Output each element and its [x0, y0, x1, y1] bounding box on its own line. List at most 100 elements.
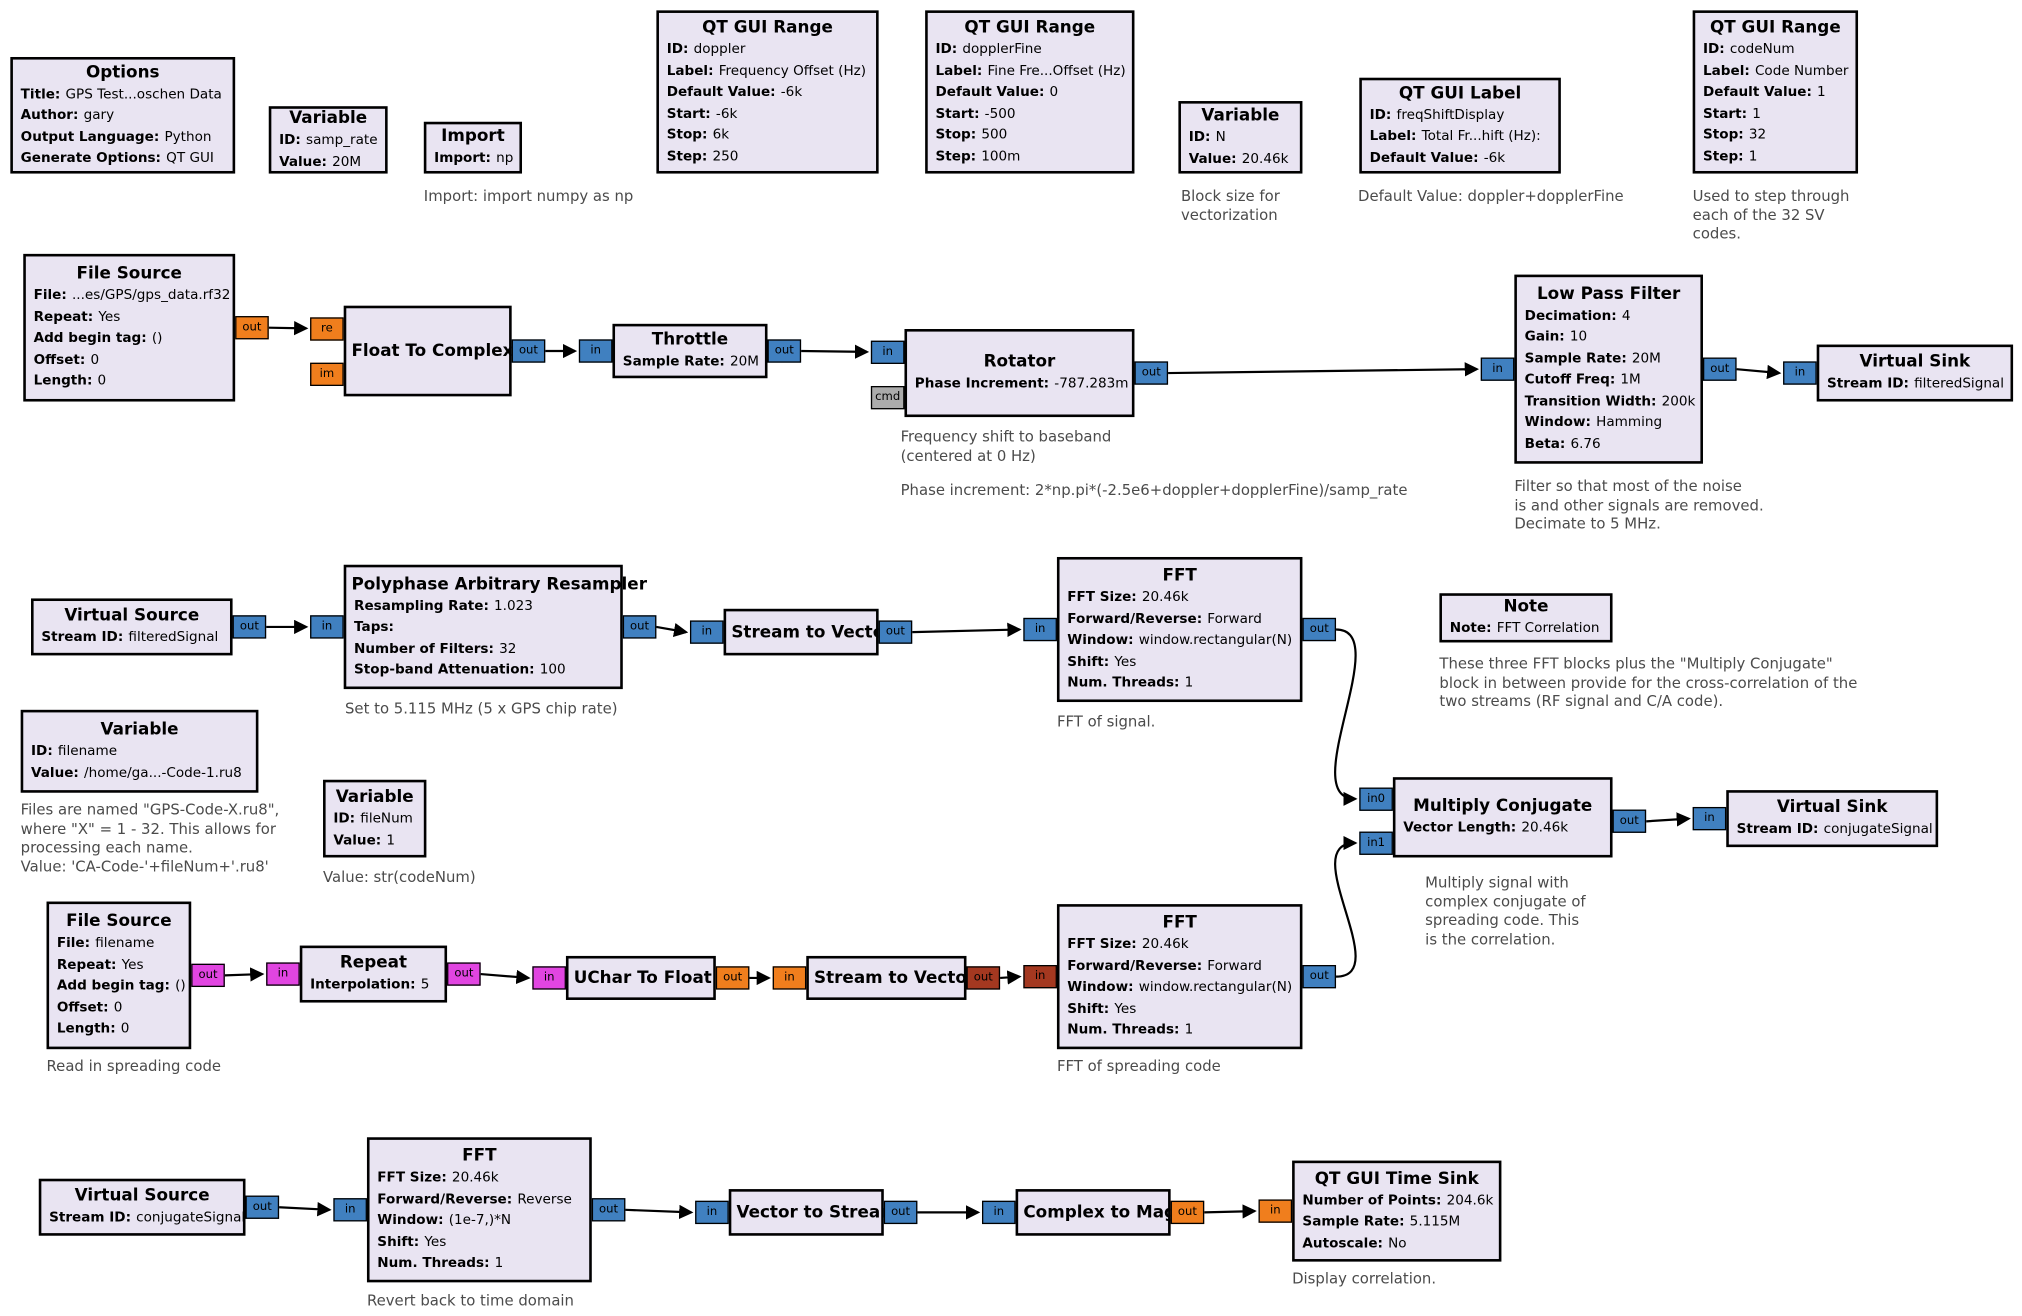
param-value: 204.6k — [1446, 1192, 1494, 1209]
out-port[interactable]: out — [966, 966, 1001, 990]
out-port[interactable]: out — [235, 316, 269, 340]
in-port[interactable]: in — [1783, 361, 1817, 385]
connection-wire[interactable] — [912, 622, 1022, 637]
in-port[interactable]: in — [266, 962, 300, 986]
in-port[interactable]: in — [1023, 617, 1057, 642]
out-port[interactable]: out — [191, 963, 225, 988]
connection-wire[interactable] — [625, 1204, 694, 1220]
in-port[interactable]: in — [981, 1200, 1016, 1225]
out-port[interactable]: out — [591, 1198, 626, 1222]
param-label: Autoscale: — [1302, 1235, 1383, 1251]
param-label: Number of Points: — [1302, 1192, 1442, 1209]
out-port[interactable]: out — [715, 966, 750, 990]
out-port[interactable]: out — [883, 1200, 918, 1225]
connection-wire[interactable] — [1736, 364, 1782, 380]
connection-wire[interactable] — [1204, 1204, 1257, 1219]
block-param: Decimation:4 — [1522, 305, 1695, 326]
in-port[interactable]: in — [1692, 806, 1727, 831]
out-port[interactable]: out — [1702, 357, 1737, 381]
out-port[interactable]: out — [767, 339, 802, 363]
in-port[interactable]: in — [870, 340, 905, 364]
in-port[interactable]: in — [532, 966, 566, 990]
out-port[interactable]: out — [622, 615, 657, 639]
in-port[interactable]: in — [1258, 1199, 1293, 1223]
connection-wire[interactable] — [1168, 362, 1480, 377]
out-port[interactable]: out — [878, 620, 913, 644]
out-port[interactable]: out — [511, 339, 546, 363]
in-port[interactable]: in — [333, 1198, 367, 1222]
in-port[interactable]: in — [1023, 964, 1057, 989]
re-port[interactable]: re — [310, 317, 344, 341]
in-port[interactable]: in — [310, 615, 344, 639]
connection-wire[interactable] — [268, 320, 309, 336]
in0-port[interactable]: in0 — [1359, 787, 1393, 811]
block-stream_to_vector_1[interactable]: Stream to Vector in out — [689, 608, 913, 656]
param-value: 1 — [1184, 1022, 1194, 1038]
param-label: Stream ID: — [1736, 821, 1819, 838]
in-port[interactable]: in — [1480, 357, 1515, 381]
out-port[interactable]: out — [1302, 617, 1337, 642]
param-value: fileNum — [360, 810, 413, 827]
in-port[interactable]: in — [578, 339, 613, 363]
out-port[interactable]: out — [447, 962, 481, 986]
cmd-port[interactable]: cmd — [870, 385, 905, 410]
in-port[interactable]: in — [772, 966, 807, 990]
out-port[interactable]: out — [1170, 1200, 1205, 1225]
in-port[interactable]: in — [689, 620, 724, 644]
connection-wire[interactable] — [656, 622, 689, 638]
out-port[interactable]: out — [1302, 964, 1337, 989]
connection-wire[interactable] — [279, 1202, 332, 1217]
out-port[interactable]: out — [245, 1195, 280, 1219]
param-value: Yes — [98, 309, 121, 325]
connection-wire[interactable] — [1334, 835, 1358, 978]
connection-wire[interactable] — [1646, 812, 1691, 827]
connection-wire[interactable] — [1000, 970, 1022, 985]
param-value: 1.023 — [494, 597, 533, 614]
block-title: Stream to Vector — [731, 622, 893, 642]
connection-wire[interactable] — [224, 967, 265, 982]
im-port[interactable]: im — [310, 362, 344, 386]
connection-wire[interactable] — [1334, 628, 1358, 806]
in1-port[interactable]: in1 — [1359, 831, 1393, 855]
connection-wire[interactable] — [801, 344, 870, 359]
out-port[interactable]: out — [1612, 809, 1647, 833]
out-port[interactable]: out — [1134, 361, 1169, 385]
connection-wire[interactable] — [480, 969, 531, 985]
out-port[interactable]: out — [232, 615, 267, 639]
block-param: Window:window.rectangular(N) — [1065, 630, 1295, 651]
in-port[interactable]: in — [695, 1200, 729, 1225]
